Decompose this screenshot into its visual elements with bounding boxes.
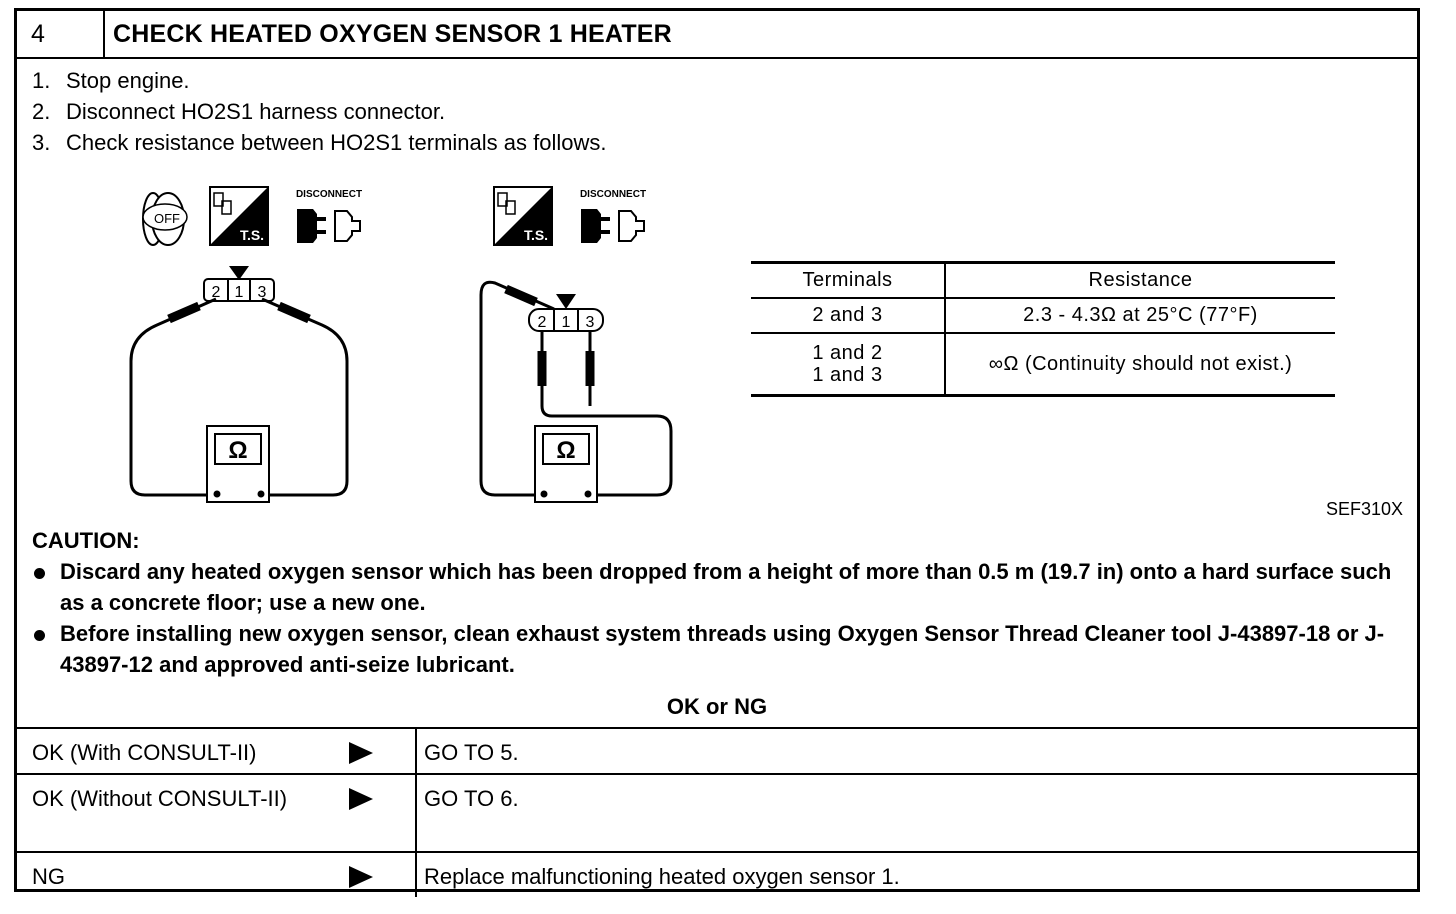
- result-action: GO TO 6.: [416, 773, 1417, 852]
- svg-text:T.S.: T.S.: [524, 227, 548, 243]
- bullet-icon: [34, 630, 45, 641]
- terminals-header: Terminals: [751, 261, 946, 299]
- caution-item: Discard any heated oxygen sensor which h…: [32, 556, 1402, 618]
- step-item: 1.Stop engine.: [32, 68, 190, 93]
- svg-text:Ω: Ω: [228, 437, 247, 464]
- arrow-right-icon: [349, 788, 373, 810]
- table-row: 1 and 2 1 and 3 ∞Ω (Continuity should no…: [751, 333, 1335, 397]
- ignition-key-off-icon: OFF: [142, 192, 188, 246]
- result-row: NG Replace malfunctioning heated oxygen …: [17, 851, 1417, 897]
- svg-text:T.S.: T.S.: [240, 227, 264, 243]
- step-item: 2.Disconnect HO2S1 harness connector.: [32, 99, 446, 124]
- svg-text:2: 2: [538, 314, 547, 331]
- svg-text:1: 1: [235, 284, 244, 301]
- svg-text:DISCONNECT: DISCONNECT: [296, 189, 362, 200]
- ohmmeter-a: Ω: [206, 425, 270, 503]
- procedure-page: 4 CHECK HEATED OXYGEN SENSOR 1 HEATER 1.…: [14, 8, 1420, 897]
- test-leads-a: [129, 297, 349, 497]
- result-action: GO TO 5.: [416, 727, 1417, 774]
- resistance-table: Terminals Resistance 2 and 3 2.3 - 4.3Ω …: [751, 261, 1335, 397]
- resistance-header: Resistance: [945, 261, 1335, 299]
- arrow-right-icon: [349, 742, 373, 764]
- wiring-figure: OFF T.S. DISCONNECT 2 1 3: [129, 186, 673, 503]
- svg-text:2: 2: [212, 284, 221, 301]
- result-condition: OK (Without CONSULT-II): [17, 773, 312, 852]
- disconnect-connector-icon-b: DISCONNECT: [580, 189, 646, 243]
- caution-title: CAUTION:: [32, 528, 140, 553]
- bullet-icon: [34, 568, 45, 579]
- result-action: Replace malfunctioning heated oxygen sen…: [416, 851, 1417, 897]
- result-condition: OK (With CONSULT-II): [17, 727, 312, 774]
- test-tool-ts-icon-b: T.S.: [493, 186, 553, 246]
- test-leads-b: [479, 280, 673, 497]
- step-number: 4: [17, 11, 105, 57]
- terminals-cell: 2 and 3: [751, 298, 946, 334]
- terminals-cell: 1 and 2 1 and 3: [751, 333, 946, 397]
- result-condition: NG: [17, 851, 312, 897]
- caution-block: CAUTION: Discard any heated oxygen senso…: [32, 525, 1402, 680]
- ohmmeter-b: Ω: [534, 425, 598, 503]
- step-item: 3.Check resistance between HO2S1 termina…: [32, 130, 607, 155]
- resistance-cell: ∞Ω (Continuity should not exist.): [945, 333, 1335, 397]
- test-tool-ts-icon: T.S.: [209, 186, 269, 246]
- svg-text:3: 3: [586, 314, 595, 331]
- result-table: OK (With CONSULT-II) GO TO 5. OK (Withou…: [17, 727, 1417, 897]
- resistance-cell: 2.3 - 4.3Ω at 25°C (77°F): [945, 298, 1335, 334]
- svg-text:Ω: Ω: [556, 437, 575, 464]
- sensor-connector-b: 2 1 3: [528, 294, 604, 332]
- header-row: 4 CHECK HEATED OXYGEN SENSOR 1 HEATER: [17, 11, 1417, 59]
- step-title: CHECK HEATED OXYGEN SENSOR 1 HEATER: [113, 20, 672, 48]
- sensor-connector-a: 2 1 3: [203, 266, 275, 302]
- disconnect-connector-icon: DISCONNECT: [296, 189, 362, 243]
- arrow-right-icon: [349, 866, 373, 888]
- caution-item: Before installing new oxygen sensor, cle…: [32, 618, 1402, 680]
- svg-text:OFF: OFF: [154, 211, 180, 226]
- result-row: OK (Without CONSULT-II) GO TO 6.: [17, 773, 1417, 852]
- svg-text:3: 3: [258, 284, 267, 301]
- instruction-steps: 1.Stop engine. 2.Disconnect HO2S1 harnes…: [32, 65, 606, 158]
- figure-id: SEF310X: [1325, 499, 1403, 519]
- table-row: 2 and 3 2.3 - 4.3Ω at 25°C (77°F): [751, 298, 1335, 334]
- result-row: OK (With CONSULT-II) GO TO 5.: [17, 727, 1417, 774]
- svg-text:1: 1: [562, 314, 571, 331]
- svg-text:DISCONNECT: DISCONNECT: [580, 189, 646, 200]
- result-title: OK or NG: [666, 694, 768, 719]
